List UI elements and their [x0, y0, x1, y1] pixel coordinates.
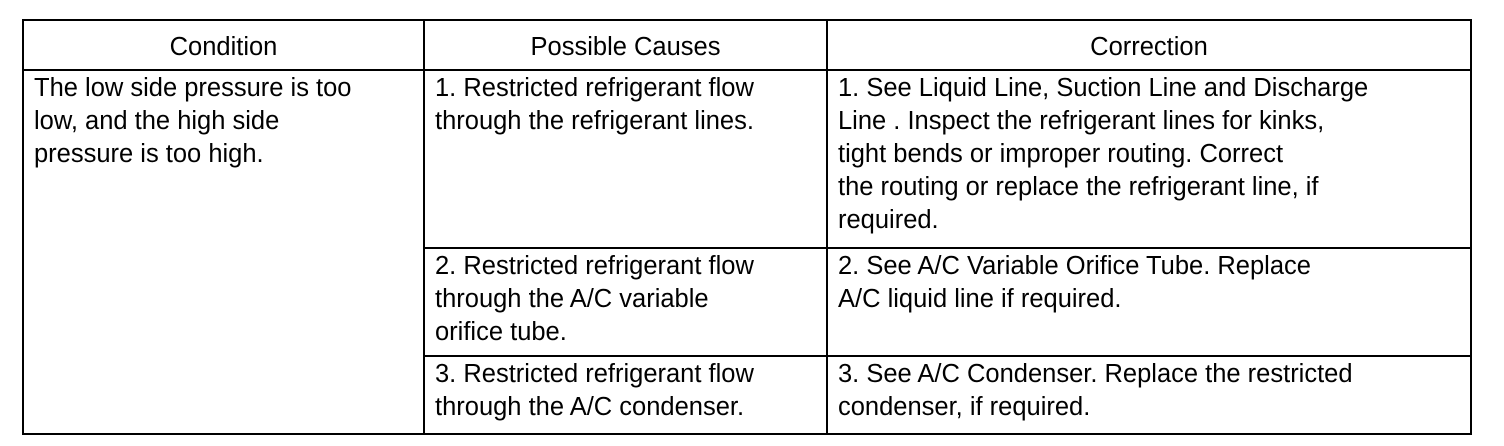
cause-text: 1. Restricted refrigerant flow through t… — [435, 74, 754, 135]
cause-cell: 2. Restricted refrigerant flow through t… — [423, 247, 828, 357]
correction-text: 3. See A/C Condenser. Replace the restri… — [838, 360, 1353, 421]
header-correction: Correction — [826, 19, 1472, 71]
table-row: The low side pressure is too low, and th… — [22, 69, 1472, 435]
table-body: The low side pressure is too low, and th… — [22, 69, 1472, 435]
header-condition: Condition — [22, 19, 425, 71]
cause-cell: 3. Restricted refrigerant flow through t… — [423, 355, 828, 435]
correction-cell: 2. See A/C Variable Orifice Tube. Replac… — [826, 247, 1472, 357]
header-possible-causes: Possible Causes — [423, 19, 828, 71]
cause-cell: 1. Restricted refrigerant flow through t… — [423, 69, 828, 249]
table-row: 2. Restricted refrigerant flow through t… — [23, 247, 1472, 357]
correction-cell: 3. See A/C Condenser. Replace the restri… — [826, 355, 1472, 435]
cause-text: 3. Restricted refrigerant flow through t… — [435, 360, 754, 421]
diagnostic-table: Condition Possible Causes Correction The… — [22, 19, 1472, 435]
condition-text: The low side pressure is too low, and th… — [34, 74, 352, 168]
correction-cell: 1. See Liquid Line, Suction Line and Dis… — [826, 69, 1472, 249]
cause-text: 2. Restricted refrigerant flow through t… — [435, 252, 754, 346]
condition-cell: The low side pressure is too low, and th… — [22, 69, 425, 435]
table-row: 3. Restricted refrigerant flow through t… — [23, 355, 1472, 435]
correction-text: 2. See A/C Variable Orifice Tube. Replac… — [838, 252, 1311, 313]
table-header: Condition Possible Causes Correction — [22, 19, 1472, 71]
correction-text: 1. See Liquid Line, Suction Line and Dis… — [838, 74, 1369, 234]
header-row: Condition Possible Causes Correction — [22, 19, 1472, 71]
